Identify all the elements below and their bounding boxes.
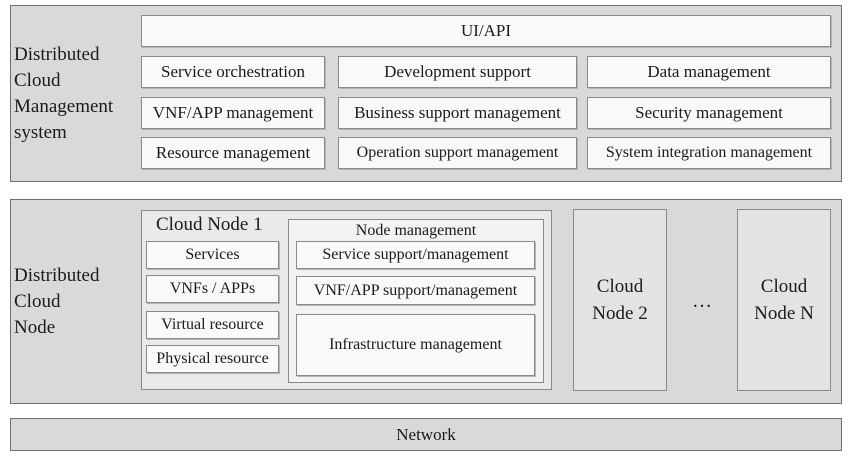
node-label-line: Cloud — [14, 291, 61, 312]
vnfs-apps-box: VNFs / APPs — [146, 275, 279, 303]
physical-resource-box: Physical resource — [146, 345, 279, 373]
network-label: Network — [396, 424, 456, 444]
development-support-box: Development support — [338, 56, 577, 88]
management-label-line: system — [14, 122, 67, 143]
management-label-line: Management — [14, 96, 114, 117]
data-management-box: Data management — [587, 56, 831, 88]
ellipsis: … — [692, 290, 712, 312]
operation-support-management-box: Operation support management — [338, 137, 577, 169]
node-label-line: Distributed — [14, 265, 100, 286]
cloud-node-2-label: Cloud Node 2 — [592, 273, 647, 327]
resource-management-box: Resource management — [141, 137, 325, 169]
cloud-node-n-label: Cloud Node N — [754, 273, 814, 327]
cloud-node-n-line: Node N — [754, 303, 814, 324]
vnf-app-support-management-box: VNF/APP support/management — [296, 276, 535, 305]
cloud-node-n-box: Cloud Node N — [737, 209, 831, 391]
cloud-node-1-title: Cloud Node 1 — [156, 214, 263, 235]
ui-api-bar: UI/API — [141, 15, 831, 47]
management-label-line: Cloud — [14, 70, 61, 91]
cloud-node-2-box: Cloud Node 2 — [573, 209, 667, 391]
business-support-management-box: Business support management — [338, 97, 577, 129]
virtual-resource-box: Virtual resource — [146, 311, 279, 339]
cloud-node-label: Distributed Cloud Node — [14, 263, 138, 341]
system-integration-management-box: System integration management — [587, 137, 831, 169]
cloud-node-n-line: Cloud — [760, 276, 808, 297]
management-system-label: Distributed Cloud Management system — [14, 42, 138, 146]
vnf-app-management-box: VNF/APP management — [141, 97, 325, 129]
service-support-management-box: Service support/management — [296, 241, 535, 269]
node-management-title: Node management — [355, 222, 477, 239]
infrastructure-management-box: Infrastructure management — [296, 314, 535, 376]
services-box: Services — [146, 241, 279, 269]
network-bar: Network — [10, 418, 842, 451]
management-label-line: Distributed — [14, 44, 100, 65]
security-management-box: Security management — [587, 97, 831, 129]
service-orchestration-box: Service orchestration — [141, 56, 325, 88]
cloud-node-2-line: Cloud — [596, 276, 644, 297]
node-label-line: Node — [14, 317, 56, 338]
cloud-node-2-line: Node 2 — [592, 303, 648, 324]
